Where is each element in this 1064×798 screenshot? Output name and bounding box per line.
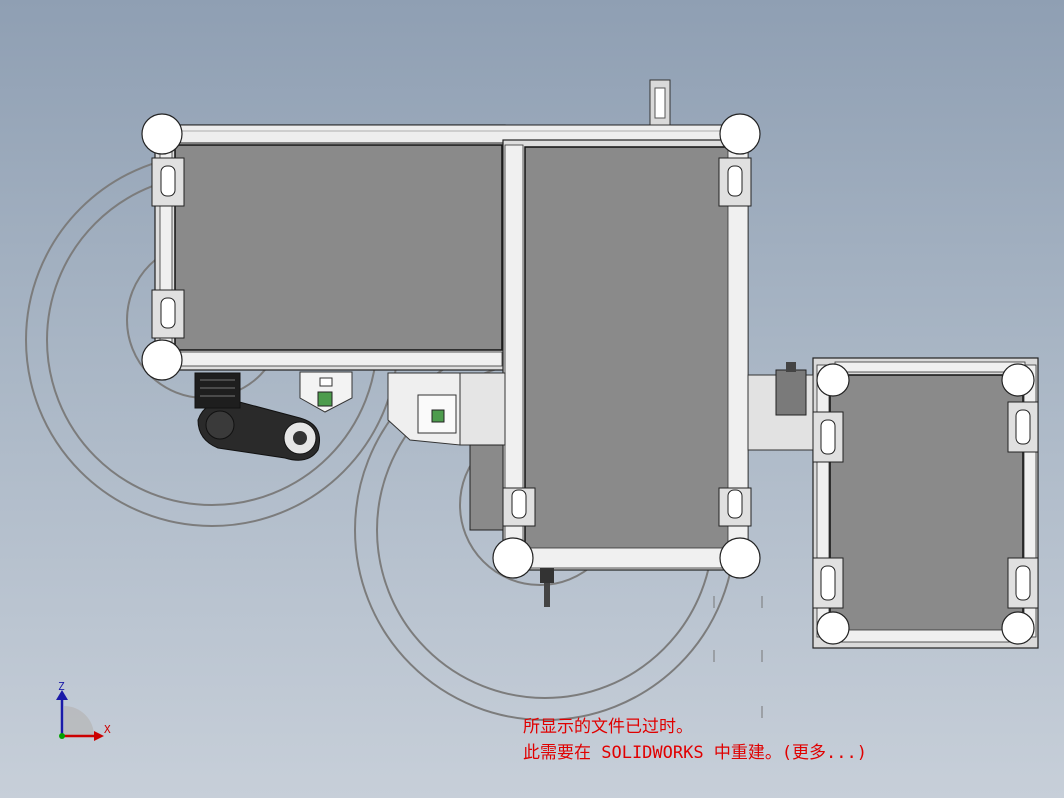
right-frame-panel[interactable] (502, 139, 749, 571)
axis-triad: Z X (56, 680, 111, 741)
casters (141, 113, 1035, 645)
center-mechanism (299, 371, 506, 531)
x-axis-label: X (104, 723, 111, 736)
top-post (649, 79, 671, 126)
left-frame-panel[interactable] (154, 124, 506, 371)
z-axis-label: Z (58, 680, 65, 693)
robot-arm (194, 372, 320, 461)
caster-wheels (160, 165, 1031, 601)
rebuild-notice-line1: 所显示的文件已过时。 (523, 717, 693, 737)
rebuild-notice-line2[interactable]: 此需要在 SOLIDWORKS 中重建。(更多...) (523, 743, 867, 763)
cable-plug (540, 568, 554, 607)
side-cart-panel[interactable] (812, 357, 1039, 649)
reference-marks (713, 596, 763, 718)
connector-bracket (747, 362, 814, 451)
